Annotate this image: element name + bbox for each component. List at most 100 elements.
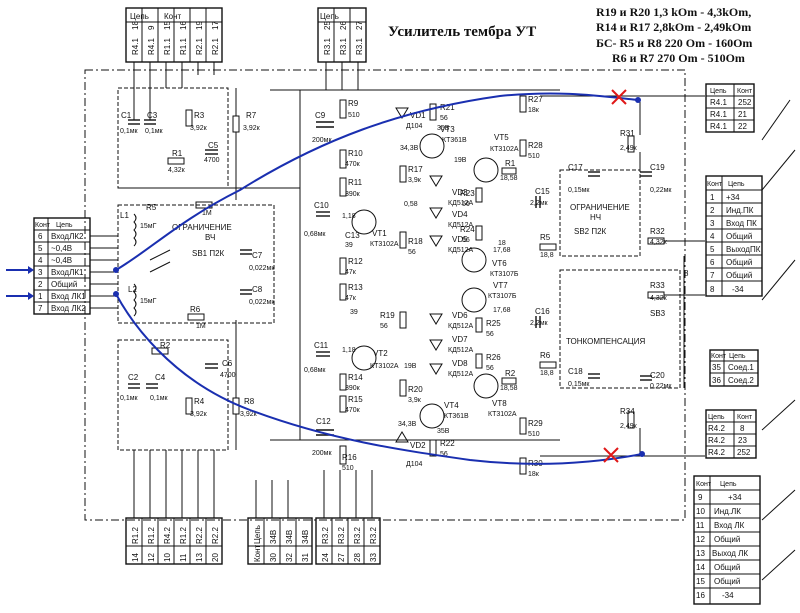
svg-text:39: 39	[345, 242, 353, 249]
svg-text:18: 18	[498, 240, 506, 247]
note-line-3: БС- R5 и R8 220 Om - 160Om	[596, 36, 752, 50]
svg-text:C11: C11	[314, 341, 329, 350]
svg-text:36: 36	[712, 376, 721, 385]
svg-text:C4: C4	[155, 373, 166, 382]
svg-text:R34: R34	[620, 407, 635, 416]
svg-text:ВЧ: ВЧ	[205, 233, 215, 242]
svg-text:8: 8	[740, 424, 745, 433]
svg-text:56: 56	[486, 365, 494, 372]
svg-text:VT8: VT8	[492, 399, 507, 408]
svg-text:35В: 35В	[437, 428, 450, 435]
svg-text:27: 27	[337, 553, 346, 562]
svg-text:R4: R4	[194, 397, 205, 406]
svg-text:33: 33	[369, 553, 378, 562]
note-line-1: R19 и R20 1,3 kOm - 4,3kOm,	[596, 5, 751, 19]
svg-text:390к: 390к	[345, 191, 361, 198]
svg-text:КТ361В: КТ361В	[444, 413, 469, 420]
svg-text:18,8: 18,8	[540, 252, 554, 259]
svg-text:17,68: 17,68	[493, 247, 511, 254]
svg-text:VT2: VT2	[373, 349, 388, 358]
svg-text:Цепь: Цепь	[320, 12, 339, 21]
svg-text:35В: 35В	[437, 125, 450, 132]
svg-text:VT3: VT3	[440, 125, 455, 134]
svg-text:19В: 19В	[454, 157, 467, 164]
svg-text:5: 5	[38, 244, 43, 253]
svg-text:R12: R12	[348, 257, 363, 266]
svg-text:200мк: 200мк	[312, 137, 332, 144]
svg-text:Общий: Общий	[714, 535, 740, 544]
svg-text:L1: L1	[120, 211, 129, 220]
svg-text:R5: R5	[540, 233, 551, 242]
svg-text:15мГ: 15мГ	[140, 298, 157, 305]
svg-text:Соед.2: Соед.2	[728, 376, 754, 385]
svg-text:+34: +34	[726, 193, 740, 202]
svg-text:7: 7	[38, 304, 43, 313]
svg-text:+34: +34	[728, 493, 742, 502]
svg-text:5: 5	[710, 245, 715, 254]
svg-text:Общий: Общий	[726, 258, 752, 267]
svg-text:18к: 18к	[528, 471, 540, 478]
svg-text:VD2: VD2	[410, 441, 426, 450]
svg-text:C10: C10	[314, 201, 329, 210]
svg-text:SB3: SB3	[650, 309, 666, 318]
svg-text:35: 35	[712, 363, 721, 372]
top-mid-connector: Цепь R3.1 25 R3.1 26 R3.1 27	[317, 7, 367, 90]
svg-text:R4.1: R4.1	[147, 38, 156, 55]
svg-text:32: 32	[285, 553, 294, 562]
svg-text:3,92к: 3,92к	[190, 125, 208, 132]
svg-text:R3.2: R3.2	[369, 527, 378, 544]
svg-text:R3.1: R3.1	[339, 38, 348, 55]
svg-text:14: 14	[131, 553, 140, 562]
svg-text:R2: R2	[160, 341, 171, 350]
svg-text:C9: C9	[315, 111, 326, 120]
svg-text:C6: C6	[222, 359, 233, 368]
svg-text:R33: R33	[650, 281, 665, 290]
svg-text:2,49к: 2,49к	[620, 145, 638, 152]
svg-text:24: 24	[321, 553, 330, 562]
svg-text:R4.1: R4.1	[710, 110, 727, 119]
svg-text:39: 39	[350, 309, 358, 316]
svg-text:18,58: 18,58	[500, 385, 518, 392]
svg-text:R15: R15	[348, 395, 363, 404]
svg-text:Общий: Общий	[726, 271, 752, 280]
svg-text:R1: R1	[172, 149, 183, 158]
svg-text:470к: 470к	[345, 407, 361, 414]
svg-text:23: 23	[738, 436, 747, 445]
svg-text:ВыходПК: ВыходПК	[726, 245, 761, 254]
input-arrow-icons	[6, 266, 34, 300]
svg-text:252: 252	[737, 448, 751, 457]
svg-text:1М: 1М	[202, 210, 212, 217]
svg-text:VD1: VD1	[410, 111, 426, 120]
svg-text:VD5: VD5	[452, 235, 468, 244]
svg-text:КД512А: КД512А	[448, 200, 473, 207]
svg-text:КТ3102А: КТ3102А	[370, 363, 399, 370]
svg-text:C19: C19	[650, 163, 665, 172]
svg-text:R4.2: R4.2	[708, 436, 725, 445]
svg-text:9: 9	[698, 493, 703, 502]
left-input-connector: Конт Цепь 6 ВходЛК2 5 ~0,4В 4 ~0,4В 3 Вх…	[33, 217, 91, 315]
svg-text:4: 4	[38, 256, 43, 265]
svg-text:VT6: VT6	[492, 259, 507, 268]
svg-text:510: 510	[348, 112, 360, 119]
svg-text:470к: 470к	[345, 161, 361, 168]
svg-text:28: 28	[353, 553, 362, 562]
svg-text:10: 10	[696, 507, 705, 516]
svg-text:Конт: Конт	[35, 222, 51, 229]
svg-text:R1.2: R1.2	[131, 527, 140, 544]
svg-text:Конт: Конт	[707, 181, 723, 188]
svg-text:C20: C20	[650, 371, 665, 380]
svg-text:2,2мк: 2,2мк	[530, 320, 549, 327]
svg-text:VD4: VD4	[452, 210, 468, 219]
svg-text:Цепь: Цепь	[710, 88, 727, 95]
svg-text:Общий: Общий	[726, 232, 752, 241]
bottom-left-tone-network: R2 C2 0,1мк C4 0,1мк R4 3,92к C6 4700 R8…	[117, 320, 258, 518]
svg-text:11: 11	[179, 553, 188, 562]
svg-text:R19: R19	[380, 311, 395, 320]
svg-text:56: 56	[440, 115, 448, 122]
blue-modification-traces	[113, 92, 645, 465]
svg-text:ТОНКОМПЕНСАЦИЯ: ТОНКОМПЕНСАЦИЯ	[566, 337, 645, 346]
svg-text:Цепь: Цепь	[56, 222, 73, 229]
svg-text:0,58: 0,58	[404, 201, 418, 208]
svg-text:НЧ: НЧ	[590, 213, 601, 222]
svg-text:R4.2: R4.2	[708, 448, 725, 457]
